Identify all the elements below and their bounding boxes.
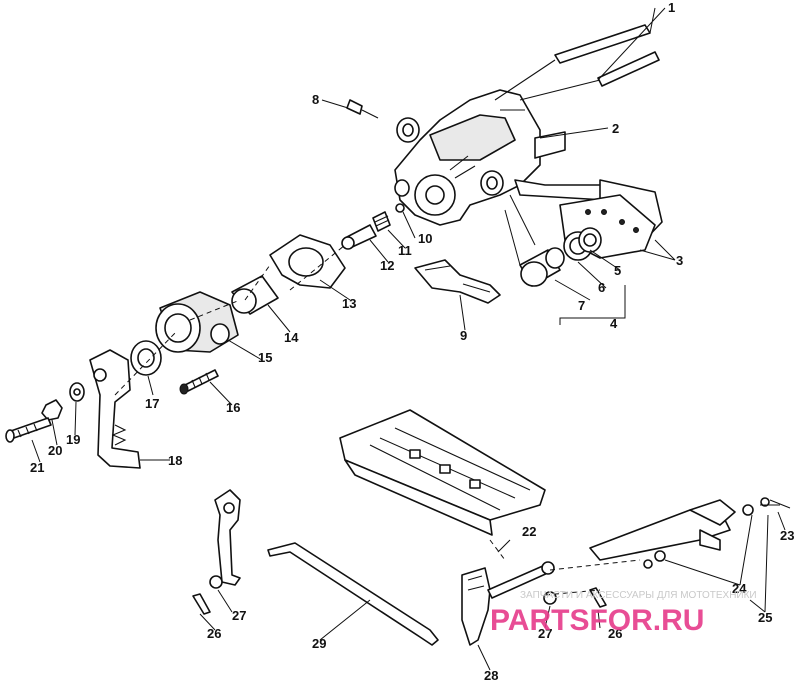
callout-25: 25 xyxy=(758,610,772,625)
housing-part-2 xyxy=(394,89,611,226)
callout-28: 28 xyxy=(484,668,498,682)
assembly-lines-lower xyxy=(489,539,641,596)
callout-11: 11 xyxy=(398,243,412,258)
callout-1: 1 xyxy=(668,0,675,15)
callout-26-middle: 26 xyxy=(608,626,622,641)
caliper-parts-14-15-17 xyxy=(130,275,279,376)
callout-29: 29 xyxy=(312,636,326,651)
watermark-logo: PARTSFOR.RU xyxy=(490,604,704,637)
assembly-lines-upper xyxy=(114,194,536,396)
callout-16: 16 xyxy=(226,400,240,415)
fasteners-19-20-21 xyxy=(5,382,85,443)
callout-13: 13 xyxy=(342,296,356,311)
callout-5: 5 xyxy=(614,263,621,278)
callout-15: 15 xyxy=(258,350,272,365)
callout-9: 9 xyxy=(460,328,467,343)
rod-part-29 xyxy=(267,542,439,646)
leader-lines xyxy=(31,7,786,671)
callout-26-left: 26 xyxy=(207,626,221,641)
pin-clip-26-27-left xyxy=(192,575,223,615)
tubes-part-1 xyxy=(494,24,660,101)
callout-24: 24 xyxy=(732,581,747,596)
watermark: ЗАПЧАСТИ И АКСЕССУАРЫ ДЛЯ МОТОТЕХНИКИ PA… xyxy=(490,590,757,637)
piston-parts-5-6-7 xyxy=(519,227,602,287)
callout-3: 3 xyxy=(676,253,683,268)
callout-6: 6 xyxy=(598,280,605,295)
caliper-bracket-part-18 xyxy=(89,349,141,469)
callout-7: 7 xyxy=(578,298,585,313)
callout-27-left: 27 xyxy=(232,608,246,623)
callout-19: 19 xyxy=(66,432,80,447)
callout-14: 14 xyxy=(284,330,299,345)
footrest-part-22 xyxy=(339,409,546,536)
pedal-part-28 xyxy=(461,561,555,646)
callout-20: 20 xyxy=(48,443,62,458)
callout-2: 2 xyxy=(612,121,619,136)
callout-8: 8 xyxy=(312,92,319,107)
callout-22: 22 xyxy=(522,524,536,539)
callout-21: 21 xyxy=(30,460,44,475)
small-parts-10-11-12 xyxy=(341,99,405,250)
callout-18: 18 xyxy=(168,453,182,468)
clevis-part-left xyxy=(214,489,241,586)
gasket-part-13 xyxy=(269,234,346,289)
watermark-subtext: ЗАПЧАСТИ И АКСЕССУАРЫ ДЛЯ МОТОТЕХНИКИ xyxy=(520,590,757,601)
callout-27-middle: 27 xyxy=(538,626,552,641)
callout-12: 12 xyxy=(380,258,394,273)
callout-labels: 1 2 3 4 5 6 7 8 9 10 11 12 13 14 15 16 1… xyxy=(30,0,794,682)
pedal-bracket-right xyxy=(589,497,791,569)
callout-4: 4 xyxy=(610,316,618,331)
bolt-part-16 xyxy=(179,369,219,395)
bracket-part-9 xyxy=(414,259,501,304)
callout-17: 17 xyxy=(145,396,159,411)
callout-10: 10 xyxy=(418,231,432,246)
callout-23: 23 xyxy=(780,528,794,543)
